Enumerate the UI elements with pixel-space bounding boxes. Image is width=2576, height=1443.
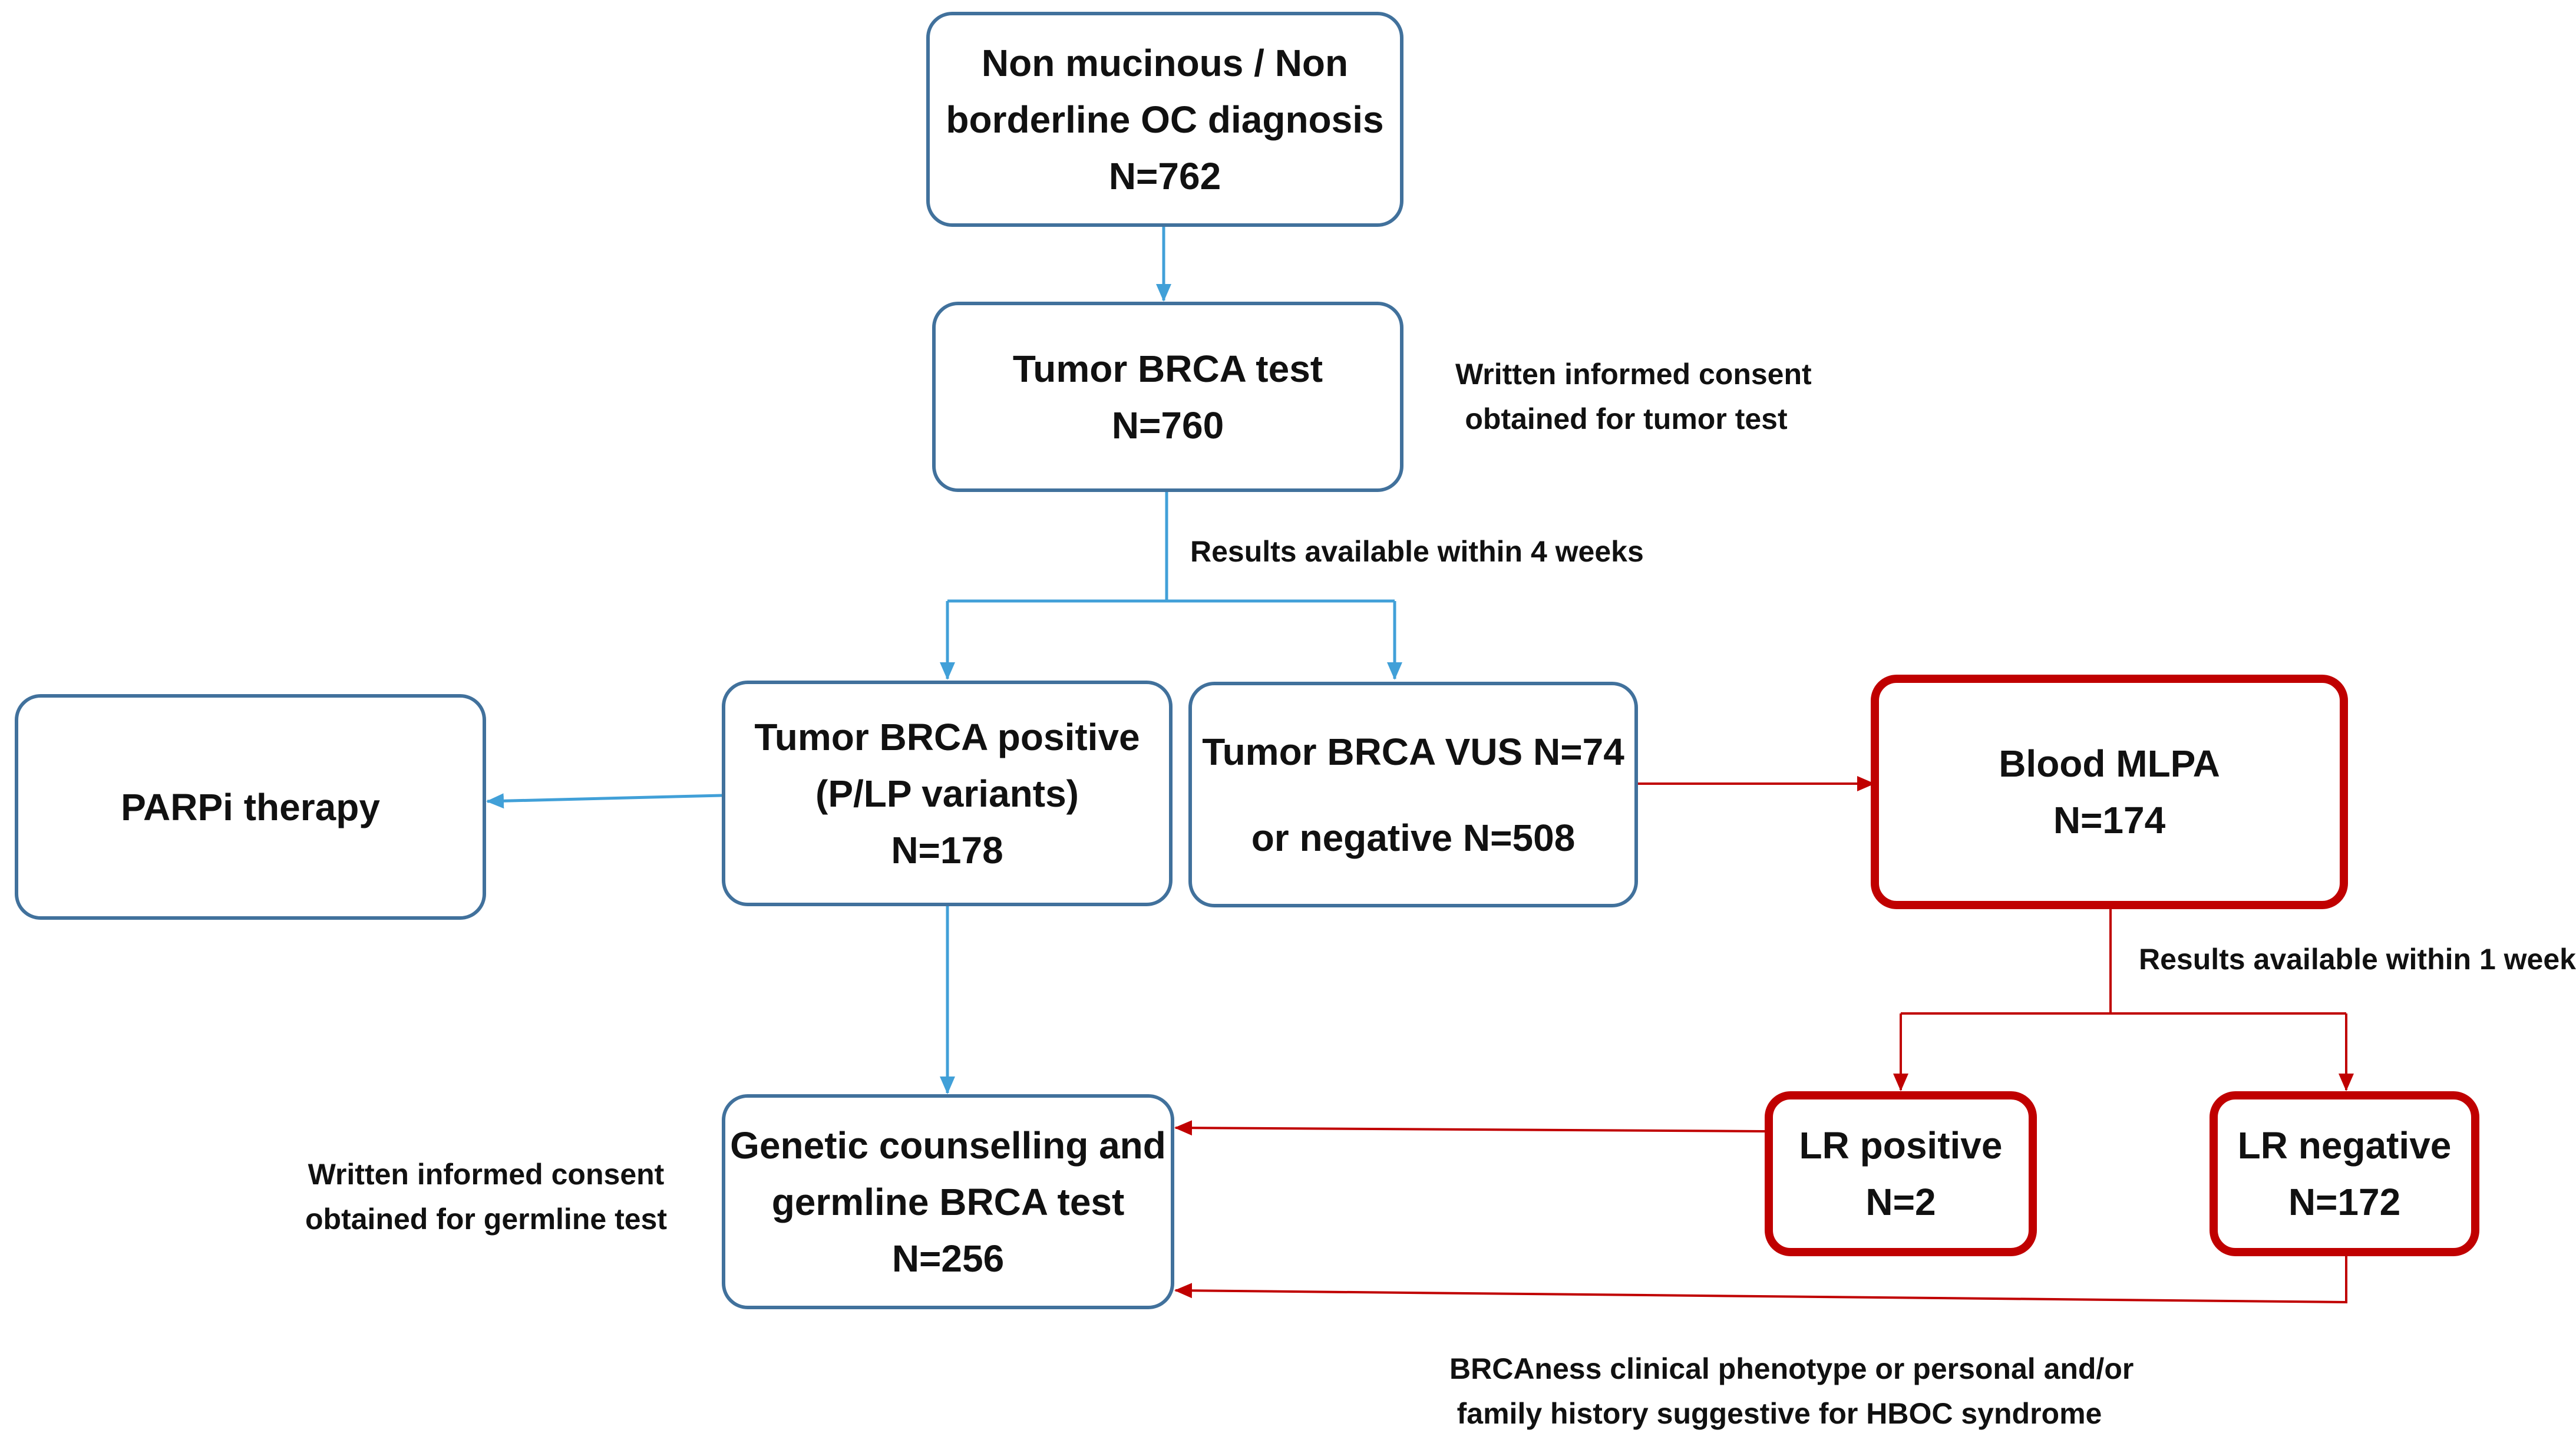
lr-negative-box: LR negative N=172 xyxy=(2210,1091,2479,1256)
diagnosis-line2: borderline OC diagnosis xyxy=(946,98,1384,141)
mlpa-line2: N=174 xyxy=(2053,799,2166,841)
lr-positive-line1: LR positive xyxy=(1799,1124,2003,1167)
arrow-positive-to-parpi xyxy=(486,793,722,809)
note-results-1-week-line1: Results available within 1 week xyxy=(2139,943,2576,976)
parpi-box: PARPi therapy xyxy=(15,694,486,920)
positive-line2: (P/LP variants) xyxy=(815,772,1079,815)
diagnosis-box: Non mucinous / Non borderline OC diagnos… xyxy=(926,12,1403,227)
note-brcaness-line1: BRCAness clinical phenotype or personal … xyxy=(1449,1352,2134,1385)
note-brcaness-line2: family history suggestive for HBOC syndr… xyxy=(1457,1397,2102,1430)
tumor-test-line1: Tumor BRCA test xyxy=(1012,347,1323,390)
positive-line1: Tumor BRCA positive xyxy=(754,715,1140,758)
tumor-test-line2: N=760 xyxy=(1111,404,1224,447)
blood-mlpa-box: Blood MLPA N=174 xyxy=(1871,675,2348,909)
genetic-line3: N=256 xyxy=(891,1237,1005,1280)
note-results-4-weeks-line1: Results available within 4 weeks xyxy=(1190,535,1644,568)
diagnosis-line1: Non mucinous / Non xyxy=(981,41,1349,84)
note-consent-tumor-line2: obtained for tumor test xyxy=(1465,402,1788,435)
diagnosis-line3: N=762 xyxy=(1108,154,1221,197)
vus-line2: or negative N=508 xyxy=(1251,816,1576,859)
genetic-line2: germline BRCA test xyxy=(771,1180,1125,1223)
positive-line3: N=178 xyxy=(891,828,1003,871)
lr-positive-line2: N=2 xyxy=(1865,1181,1936,1223)
note-consent-germline-line1: Written informed consent xyxy=(308,1158,665,1191)
lr-negative-line1: LR negative xyxy=(2237,1124,2452,1167)
arrow-lr-negative-to-genetic xyxy=(1174,1255,2347,1304)
parpi-line1: PARPi therapy xyxy=(121,785,380,828)
vus-line1: Tumor BRCA VUS N=74 xyxy=(1202,730,1624,773)
tumor-test-box: Tumor BRCA test N=760 xyxy=(932,302,1403,492)
note-consent-tumor-line1: Written informed consent xyxy=(1455,358,1812,391)
genetic-line1: Genetic counselling and xyxy=(730,1124,1166,1167)
note-results-4-weeks: Results available within 4 weeks xyxy=(1190,529,1644,574)
lr-negative-line2: N=172 xyxy=(2288,1181,2401,1223)
vus-negative-box: Tumor BRCA VUS N=74 or negative N=508 xyxy=(1188,682,1638,907)
arrow-lr-positive-to-genetic xyxy=(1174,1120,1765,1136)
note-consent-germline-line2: obtained for germline test xyxy=(305,1203,667,1236)
note-consent-tumor: Written informed consent obtained for tu… xyxy=(1455,352,1812,441)
note-consent-germline: Written informed consent obtained for ge… xyxy=(298,1152,675,1241)
genetic-counselling-box: Genetic counselling and germline BRCA te… xyxy=(722,1094,1174,1309)
note-brcaness: BRCAness clinical phenotype or personal … xyxy=(1449,1346,2134,1436)
lr-positive-box: LR positive N=2 xyxy=(1765,1091,2037,1256)
note-results-1-week: Results available within 1 week xyxy=(2139,937,2576,982)
mlpa-line1: Blood MLPA xyxy=(1999,742,2220,785)
positive-box: Tumor BRCA positive (P/LP variants) N=17… xyxy=(722,681,1173,906)
